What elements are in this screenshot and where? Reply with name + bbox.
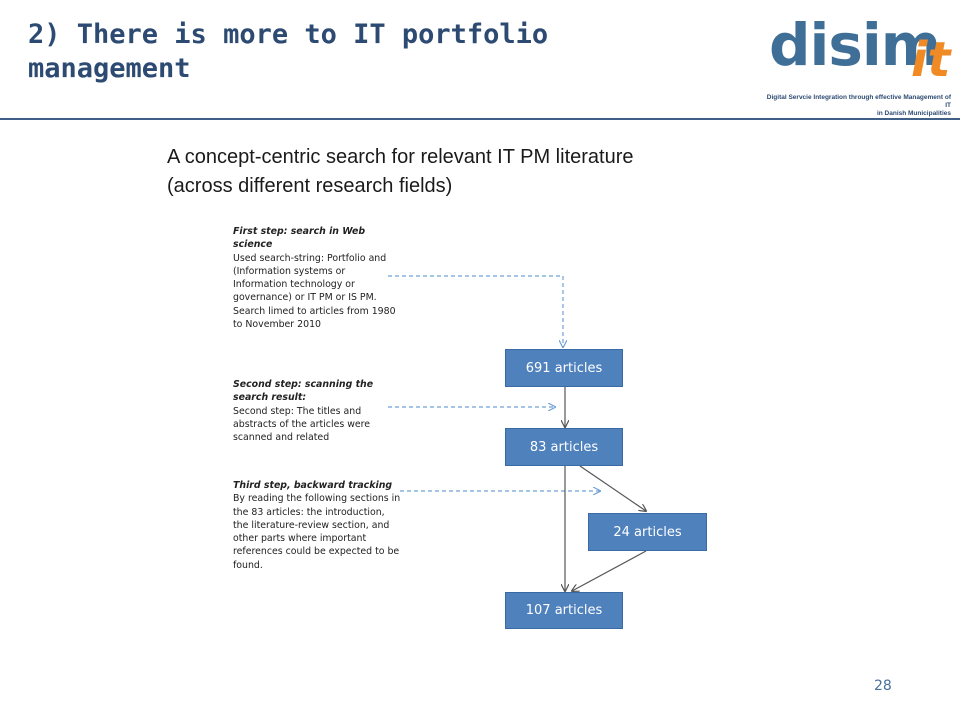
header-divider [0, 118, 960, 120]
step-3-title: Third step, backward tracking [233, 480, 393, 491]
step-3-description: Third step, backward tracking By reading… [233, 479, 401, 572]
box-24-articles: 24 articles [588, 513, 707, 551]
logo-accent: it [911, 32, 951, 88]
slide-subtitle: A concept-centric search for relevant IT… [167, 143, 787, 201]
step-3-body: By reading the following sections in the… [233, 493, 401, 571]
box-691-articles: 691 articles [505, 349, 623, 387]
subtitle-line-1: A concept-centric search for relevant IT… [167, 146, 634, 168]
box-107-articles: 107 articles [505, 592, 623, 629]
step-2-title: Second step: scanning the search result: [233, 379, 374, 404]
logo-wordmark: disim [769, 11, 941, 79]
subtitle-line-2: (across different research fields) [167, 175, 453, 197]
step-2-body: Second step: The titles and abstracts of… [233, 405, 371, 444]
step-1-body: Used search-string: Portfolio and (Infor… [233, 252, 396, 331]
arrow-24-to-107 [572, 550, 647, 591]
logo-tagline: Digital Servcie Integration through effe… [765, 94, 951, 118]
step-1-description: First step: search in Web science Used s… [233, 225, 401, 331]
dashed-arrow-step1 [388, 275, 563, 347]
disimit-logo: disim it Digital Servcie Integration thr… [765, 10, 957, 120]
page-number: 28 [874, 678, 892, 694]
arrow-83-to-24 [579, 465, 646, 511]
logo-tagline-line-2: in Danish Municipalities [876, 110, 951, 117]
logo-tagline-line-1: Digital Servcie Integration through effe… [766, 94, 951, 109]
slide-title: 2) There is more to IT portfolio managem… [28, 19, 549, 84]
step-1-title: First step: search in Web science [233, 226, 366, 251]
step-2-description: Second step: scanning the search result:… [233, 378, 401, 444]
box-83-articles: 83 articles [505, 428, 623, 466]
